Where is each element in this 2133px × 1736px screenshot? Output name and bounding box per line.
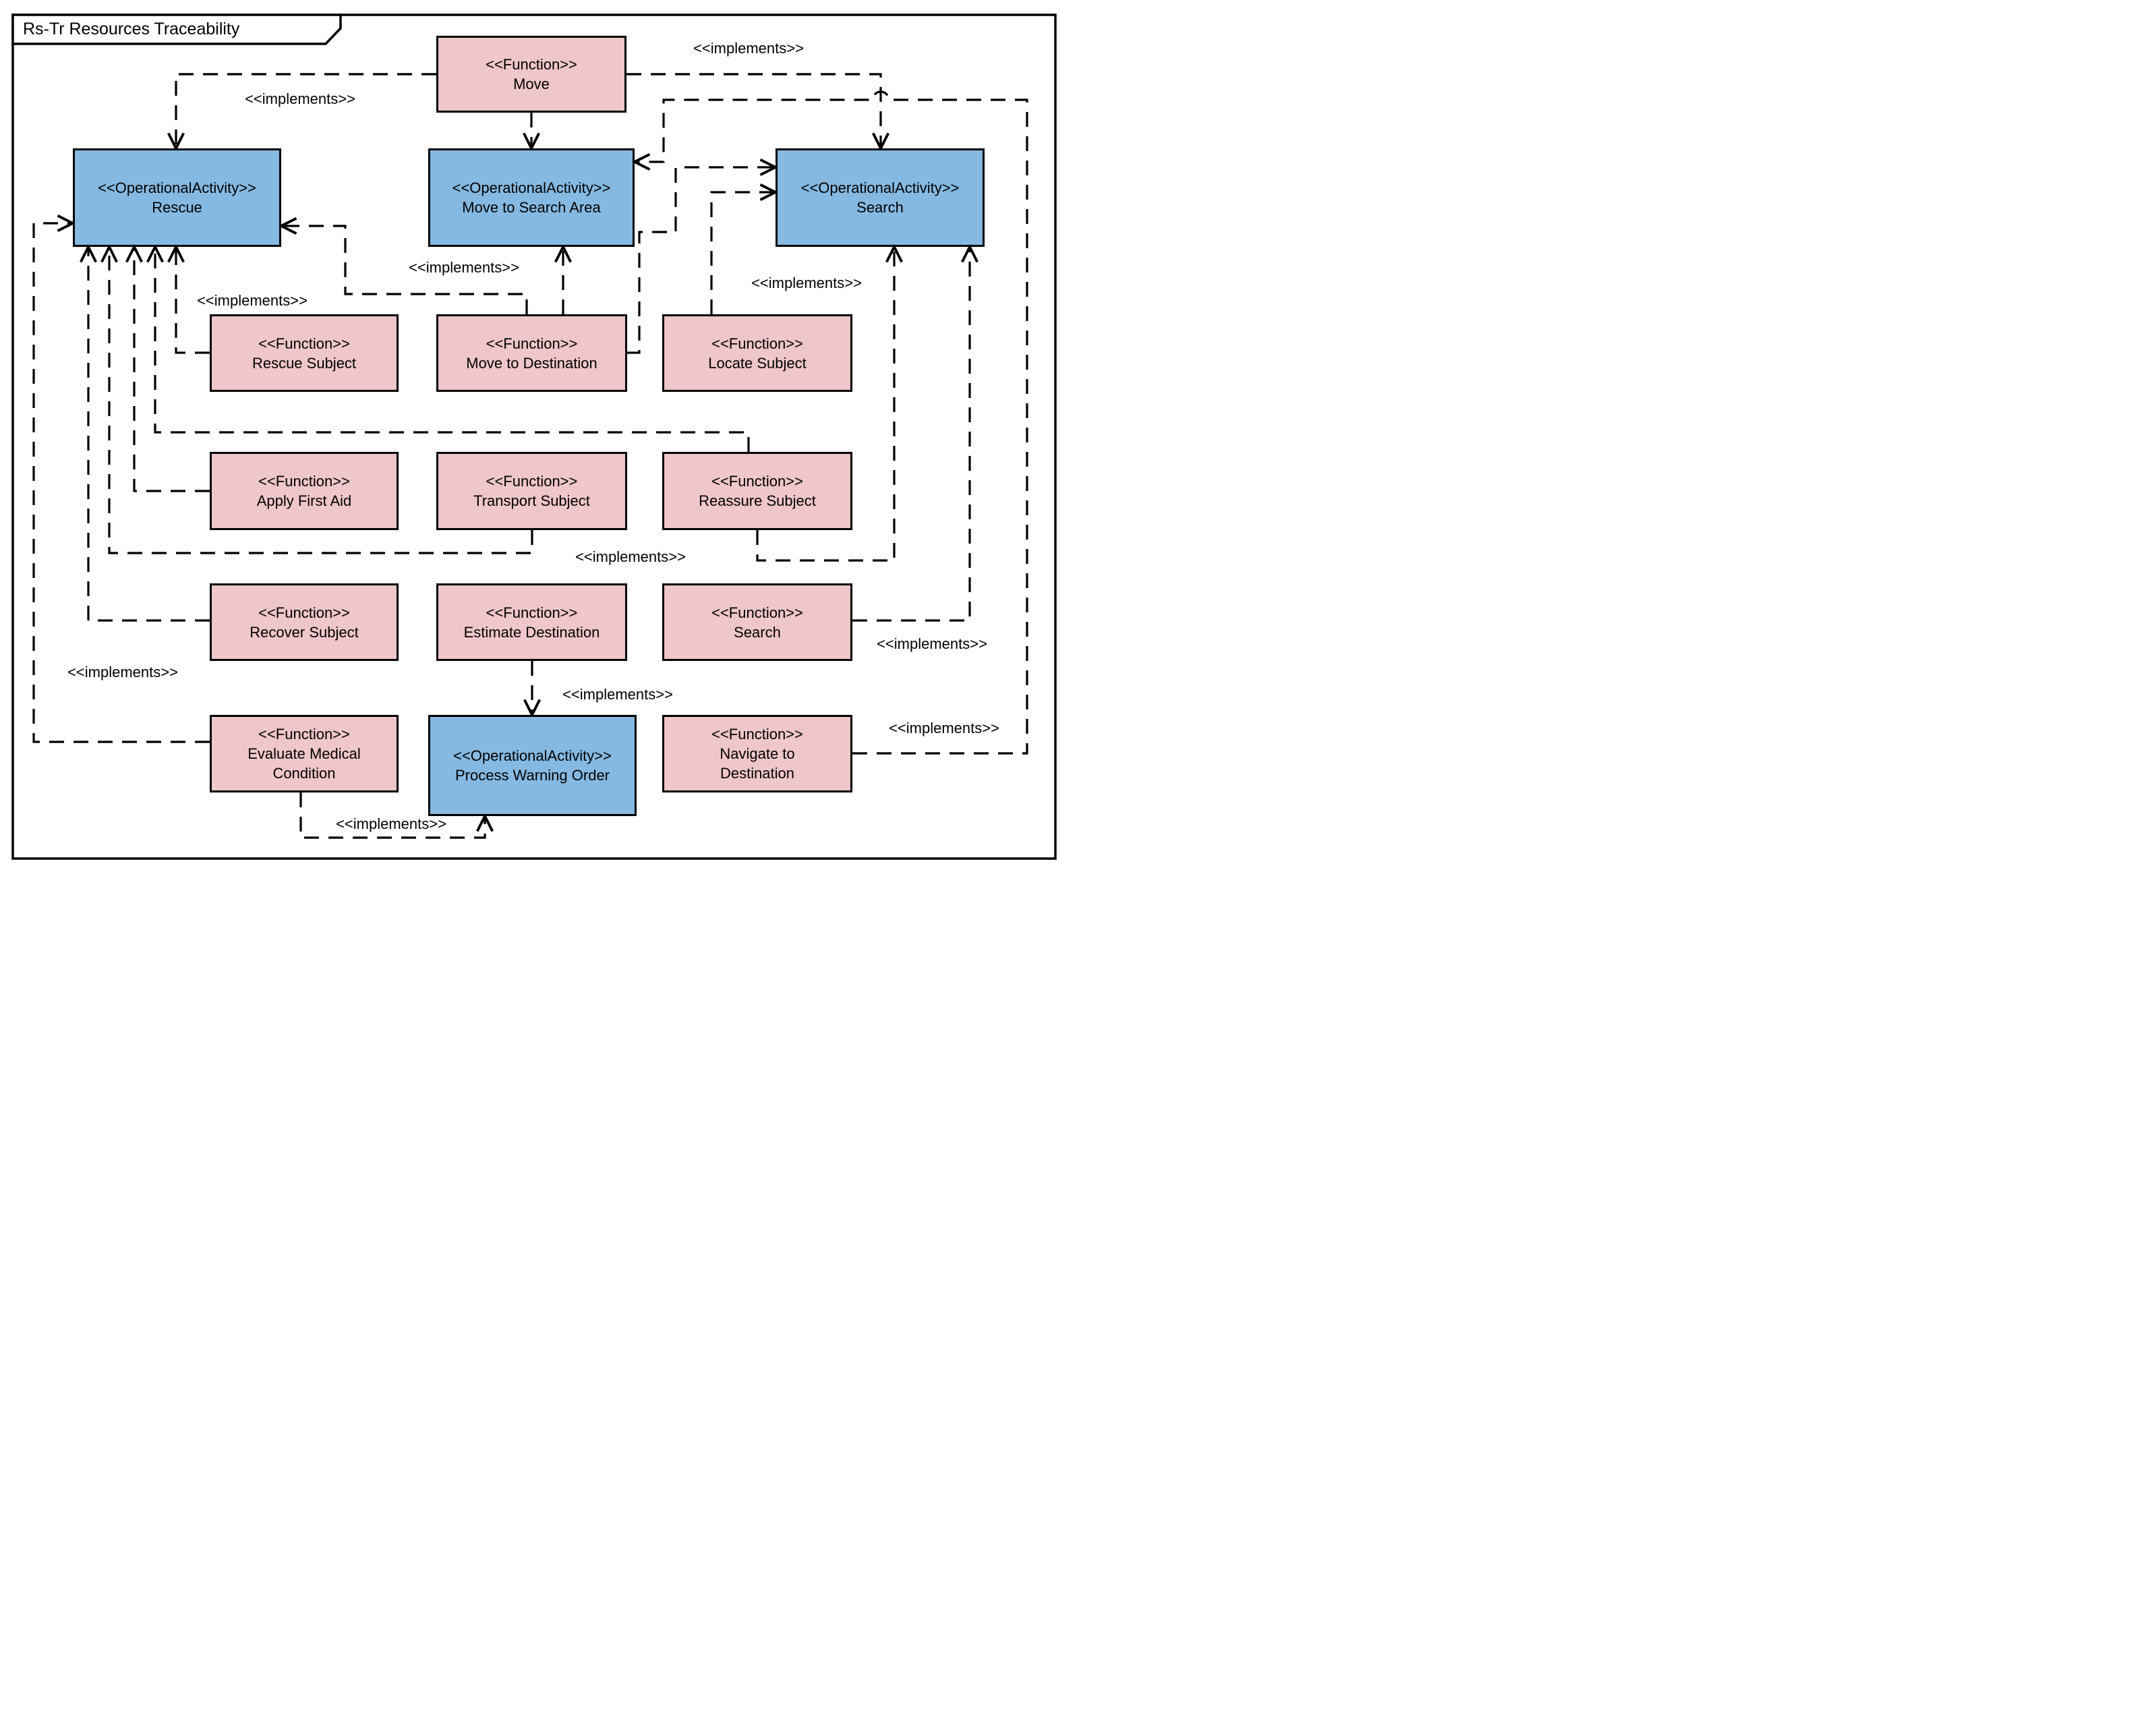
stereotype-label: <<Function>> xyxy=(486,56,577,73)
stereotype-label: <<Function>> xyxy=(486,335,578,352)
stereotype-label: <<OperationalActivity>> xyxy=(453,747,612,764)
connector-move-to-destination-to-search[interactable] xyxy=(627,167,776,354)
stereotype-label: <<Function>> xyxy=(711,726,803,743)
connector-apply-first-aid-to-rescue[interactable] xyxy=(134,247,210,492)
box-name: Evaluate Medical Condition xyxy=(247,745,361,782)
box-name: Recover Subject xyxy=(250,623,359,641)
stereotype-label: <<Function>> xyxy=(258,335,350,352)
stereotype-label: <<Function>> xyxy=(258,473,350,490)
stereotype-label: <<OperationalActivity>> xyxy=(800,179,960,196)
box-rescue[interactable]: <<OperationalActivity>> Rescue xyxy=(73,148,281,247)
box-name: Locate Subject xyxy=(708,354,807,372)
connector-reassure-subject-to-rescue[interactable] xyxy=(155,247,750,452)
box-search-activity[interactable]: <<OperationalActivity>> Search xyxy=(776,148,985,247)
stereotype-label: <<Function>> xyxy=(258,604,350,621)
box-reassure-subject[interactable]: <<Function>> Reassure Subject xyxy=(662,452,852,530)
box-rescue-subject[interactable]: <<Function>> Rescue Subject xyxy=(210,314,399,392)
frame-title-tab xyxy=(11,13,342,45)
box-process-warning-order[interactable]: <<OperationalActivity>> Process Warning … xyxy=(428,715,637,816)
stereotype-label: <<Function>> xyxy=(258,726,350,743)
box-locate-subject[interactable]: <<Function>> Locate Subject xyxy=(662,314,852,392)
box-search-function[interactable]: <<Function>> Search xyxy=(662,583,852,661)
box-name: Move xyxy=(513,76,550,92)
connector-search-function-to-search[interactable] xyxy=(852,247,970,622)
box-name: Transport Subject xyxy=(473,492,590,509)
implements-label: <<implements>> xyxy=(197,292,308,309)
box-apply-first-aid[interactable]: <<Function>> Apply First Aid xyxy=(210,452,399,530)
box-estimate-destination[interactable]: <<Function>> Estimate Destination xyxy=(436,583,627,661)
stereotype-label: <<OperationalActivity>> xyxy=(98,179,256,196)
stereotype-label: <<OperationalActivity>> xyxy=(452,179,611,196)
box-evaluate-medical-condition[interactable]: <<Function>> Evaluate Medical Condition xyxy=(210,715,399,792)
stereotype-label: <<Function>> xyxy=(486,604,578,621)
frame-border xyxy=(11,13,1057,860)
box-name: Search xyxy=(856,199,904,216)
connector-navigate-to-destination-to-move-to-search-area[interactable] xyxy=(635,90,1028,755)
frame-title: Rs-Tr Resources Traceability xyxy=(23,20,240,38)
connector-locate-subject-to-search[interactable] xyxy=(710,192,776,314)
implements-label: <<implements>> xyxy=(409,259,519,276)
box-name: Reassure Subject xyxy=(699,492,816,509)
connector-transport-subject-to-rescue[interactable] xyxy=(109,247,533,554)
implements-label: <<implements>> xyxy=(751,274,862,291)
connector-layer xyxy=(11,13,1057,860)
box-name: Estimate Destination xyxy=(463,623,600,641)
box-name: Search xyxy=(734,623,781,641)
connector-recover-subject-to-rescue[interactable] xyxy=(88,247,210,622)
connector-evaluate-medical-condition-to-rescue[interactable] xyxy=(32,223,210,743)
connector-reassure-subject-to-search[interactable] xyxy=(756,247,894,562)
implements-label: <<implements>> xyxy=(877,635,987,652)
implements-label: <<implements>> xyxy=(562,686,673,703)
implements-label: <<implements>> xyxy=(336,815,446,832)
implements-label: <<implements>> xyxy=(889,720,999,736)
box-name: Move to Search Area xyxy=(462,199,601,216)
box-name: Apply First Aid xyxy=(256,492,352,509)
implements-label: <<implements>> xyxy=(67,664,178,681)
box-name: Navigate to Destination xyxy=(720,745,795,782)
stereotype-label: <<Function>> xyxy=(711,473,803,490)
diagram-canvas: Rs-Tr Resources Traceability <<Function>… xyxy=(0,0,1067,868)
connector-rescue-subject-to-rescue[interactable] xyxy=(176,247,210,354)
box-transport-subject[interactable]: <<Function>> Transport Subject xyxy=(436,452,627,530)
box-move-to-search-area[interactable]: <<OperationalActivity>> Move to Search A… xyxy=(428,148,635,247)
connector-move-to-search[interactable] xyxy=(626,73,881,148)
connector-move-to-destination-to-rescue[interactable] xyxy=(281,226,528,314)
stereotype-label: <<Function>> xyxy=(486,473,578,490)
implements-label: <<implements>> xyxy=(693,40,804,57)
box-move[interactable]: <<Function>> Move xyxy=(436,36,626,113)
box-name: Process Warning Order xyxy=(455,767,610,784)
box-name: Move to Destination xyxy=(466,354,597,372)
stereotype-label: <<Function>> xyxy=(711,604,803,621)
implements-label: <<implements>> xyxy=(575,548,686,565)
box-name: Rescue xyxy=(152,199,202,216)
box-navigate-to-destination[interactable]: <<Function>> Navigate to Destination xyxy=(662,715,852,792)
connector-move-to-rescue[interactable] xyxy=(176,73,436,148)
stereotype-label: <<Function>> xyxy=(711,335,803,352)
box-move-to-destination[interactable]: <<Function>> Move to Destination xyxy=(436,314,627,392)
box-name: Rescue Subject xyxy=(252,354,357,372)
implements-label: <<implements>> xyxy=(245,90,355,107)
box-recover-subject[interactable]: <<Function>> Recover Subject xyxy=(210,583,399,661)
